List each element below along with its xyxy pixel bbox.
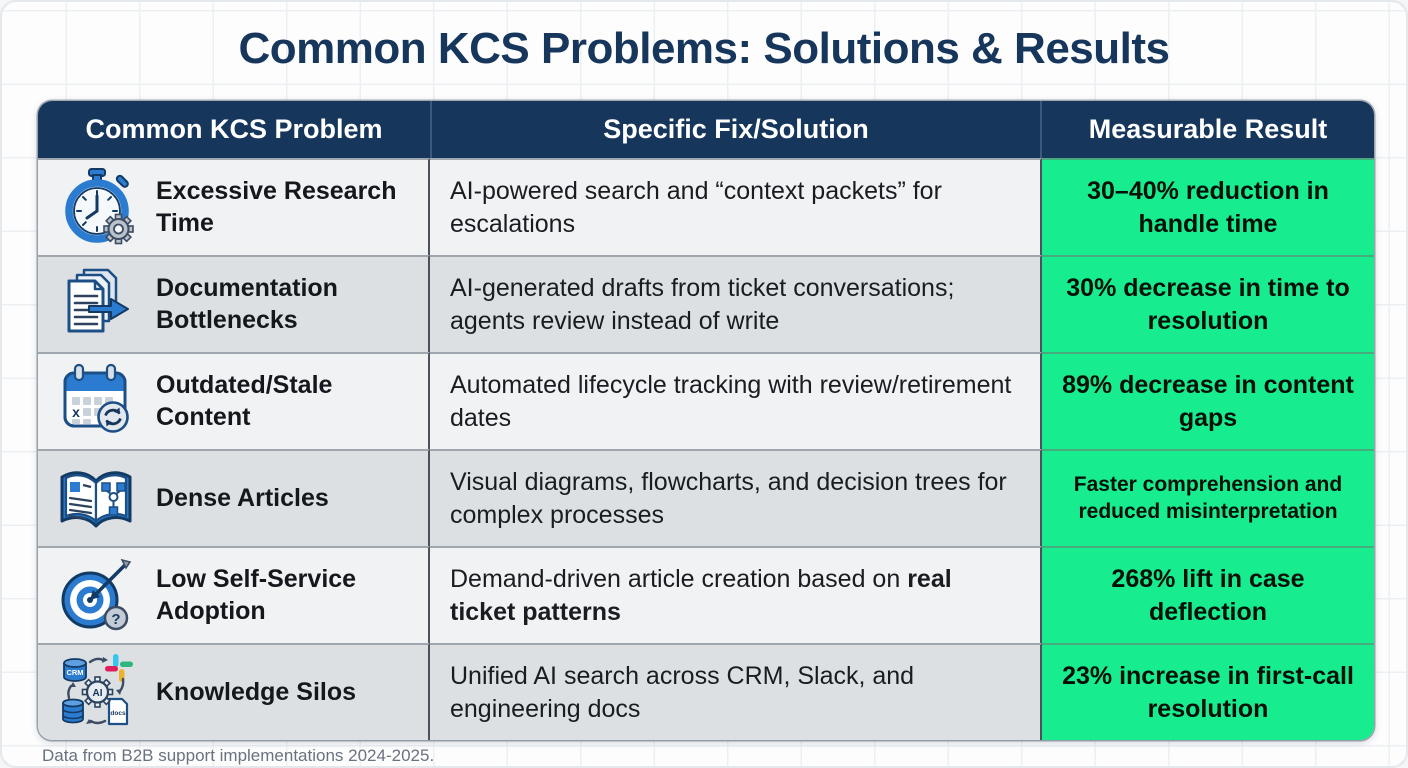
result-cell: 89% decrease in content gaps	[1042, 352, 1374, 449]
fix-text: Demand-driven article creation based on …	[450, 565, 952, 626]
crm-label: CRM	[66, 668, 83, 677]
problem-cell: Dense Articles	[38, 449, 430, 546]
column-header-result: Measurable Result	[1042, 101, 1374, 158]
docs-label: docs	[110, 710, 126, 717]
result-text: Faster comprehension and reduced misinte…	[1073, 473, 1343, 523]
problem-label: Low Self-Service Adoption	[156, 565, 357, 625]
target-arrow-icon: ?	[54, 552, 142, 640]
result-text: 30–40% reduction in handle time	[1087, 177, 1329, 238]
question-mark-glyph: ?	[111, 611, 120, 628]
book-flowchart-icon	[54, 455, 142, 543]
fix-cell: Visual diagrams, flowcharts, and decisio…	[430, 449, 1042, 546]
problem-cell: ? Low Self-Service Adoption	[38, 546, 430, 643]
stopwatch-gear-icon	[54, 164, 142, 252]
problem-label: Documentation Bottlenecks	[156, 274, 338, 334]
result-text: 30% decrease in time to resolution	[1066, 274, 1350, 335]
fix-cell: Automated lifecycle tracking with review…	[430, 352, 1042, 449]
result-cell: 268% lift in case deflection	[1042, 546, 1374, 643]
problem-label: Outdated/Stale Content	[156, 371, 333, 431]
calendar-refresh-icon: x	[54, 358, 142, 446]
fix-cell: Demand-driven article creation based on …	[430, 546, 1042, 643]
result-cell: 30% decrease in time to resolution	[1042, 255, 1374, 352]
fix-text: AI-generated drafts from ticket conversa…	[450, 274, 955, 335]
fix-cell: AI-powered search and “context packets” …	[430, 158, 1042, 255]
ai-label: AI	[93, 688, 103, 699]
problem-cell: CRM	[38, 643, 430, 740]
problem-cell: Documentation Bottlenecks	[38, 255, 430, 352]
fix-cell: Unified AI search across CRM, Slack, and…	[430, 643, 1042, 740]
problem-cell: x Outdated/Stale Content	[38, 352, 430, 449]
column-header-fix: Specific Fix/Solution	[430, 101, 1042, 158]
documents-arrow-icon	[54, 261, 142, 349]
problem-label: Excessive Research Time	[156, 177, 397, 237]
knowledge-cycle-icon: CRM	[54, 649, 142, 737]
calendar-x-mark: x	[72, 404, 80, 420]
result-cell: 23% increase in first-call resolution	[1042, 643, 1374, 740]
result-cell: 30–40% reduction in handle time	[1042, 158, 1374, 255]
fix-text: Unified AI search across CRM, Slack, and…	[450, 662, 915, 723]
result-text: 23% increase in first-call resolution	[1062, 662, 1354, 723]
column-header-problem: Common KCS Problem	[38, 101, 430, 158]
result-cell: Faster comprehension and reduced misinte…	[1042, 449, 1374, 546]
fix-cell: AI-generated drafts from ticket conversa…	[430, 255, 1042, 352]
result-text: 89% decrease in content gaps	[1062, 371, 1354, 432]
footnote: Data from B2B support implementations 20…	[42, 746, 435, 765]
kcs-table: Common KCS Problem Specific Fix/Solution…	[38, 101, 1374, 740]
slack-logo	[105, 653, 133, 682]
problem-label: Dense Articles	[156, 483, 329, 512]
problem-cell: Excessive Research Time	[38, 158, 430, 255]
problem-label: Knowledge Silos	[156, 677, 357, 706]
page-title: Common KCS Problems: Solutions & Results	[238, 24, 1170, 73]
fix-text: Automated lifecycle tracking with review…	[450, 371, 1012, 432]
fix-text: Visual diagrams, flowcharts, and decisio…	[450, 468, 1007, 529]
result-text: 268% lift in case deflection	[1111, 565, 1305, 626]
fix-text: AI-powered search and “context packets” …	[450, 177, 942, 238]
fix-text-bold: real ticket patterns	[450, 565, 952, 626]
